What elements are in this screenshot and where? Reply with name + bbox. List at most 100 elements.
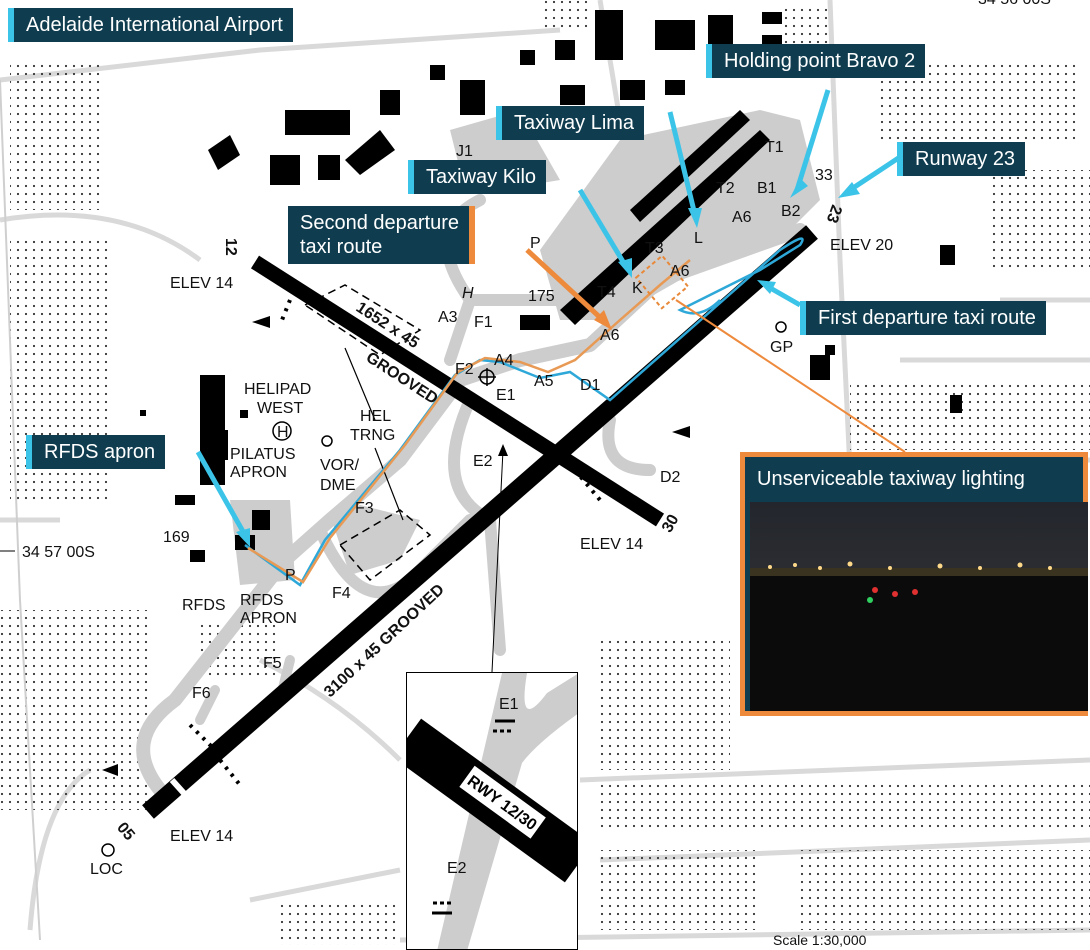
twy-e1: E1 xyxy=(496,387,516,404)
rwy-12-label: 12 xyxy=(222,238,239,256)
twy-h: H xyxy=(462,285,474,302)
helipad-h: H xyxy=(277,424,289,441)
callout-first-route-text: First departure taxi route xyxy=(818,307,1036,329)
rfds-label: RFDS xyxy=(182,597,226,614)
runway-12-30 xyxy=(250,255,665,527)
loc-symbol xyxy=(101,843,115,857)
twy-a6-3: A6 xyxy=(600,327,620,344)
second-departure-route xyxy=(247,259,691,584)
label-175: 175 xyxy=(528,288,555,305)
unserviceable-lighting-box: Unserviceable taxiway lighting xyxy=(740,452,1088,716)
runway-dotted-markings xyxy=(188,299,602,787)
callout-second-route: Second departure taxi route xyxy=(288,206,476,264)
callout-connectors xyxy=(195,89,906,547)
callout-rfds-apron: RFDS apron xyxy=(26,435,166,469)
callout-taxiway-lima-text: Taxiway Lima xyxy=(514,112,635,134)
twy-f2: F2 xyxy=(455,361,474,378)
twy-t3: T3 xyxy=(645,240,664,257)
coord-left-label: 34 57 00S xyxy=(22,544,95,561)
twy-b2: B2 xyxy=(781,203,801,220)
hel-trng-areas xyxy=(303,284,432,582)
twy-f6: F6 xyxy=(192,685,211,702)
twy-a4: A4 xyxy=(494,352,514,369)
gp-symbol xyxy=(775,321,787,333)
elev-top-left: ELEV 14 xyxy=(170,275,233,292)
vor-dme-symbol xyxy=(321,435,333,447)
twy-a6-2: A6 xyxy=(670,263,690,280)
vor-line2: DME xyxy=(320,477,356,494)
label-33: 33 xyxy=(815,167,833,184)
callout-holding-point-text: Holding point Bravo 2 xyxy=(724,50,916,72)
beacon-icons xyxy=(102,316,690,776)
loc-label: LOC xyxy=(90,861,123,878)
callout-holding-point: Holding point Bravo 2 xyxy=(706,44,926,78)
callout-second-route-line2: taxi route xyxy=(300,236,383,258)
lighting-box-title: Unserviceable taxiway lighting xyxy=(757,468,1025,490)
twy-t1: T1 xyxy=(765,139,784,156)
twy-d1: D1 xyxy=(580,377,601,394)
inset-rwy-12-30-crossing: RWY 12/30 E1 E2 xyxy=(406,672,578,950)
rfds-apron-line2: APRON xyxy=(240,610,297,627)
night-photo xyxy=(750,502,1088,711)
title-callout: Adelaide International Airport xyxy=(8,8,293,42)
coord-top-label: 34 56 00S xyxy=(978,0,1051,8)
gp-label: GP xyxy=(770,339,793,356)
hel-trng-arrows xyxy=(344,347,404,521)
rfds-apron-line1: RFDS xyxy=(240,592,284,609)
twy-e2: E2 xyxy=(473,453,493,470)
callout-second-route-line1: Second departure xyxy=(300,212,460,234)
helipad-line1: HELIPAD xyxy=(244,381,311,398)
callout-runway-23: Runway 23 xyxy=(897,142,1026,176)
inset-map: RWY 12/30 E1 E2 xyxy=(407,673,577,949)
helipad-line2: WEST xyxy=(257,400,303,417)
callout-first-route: First departure taxi route xyxy=(800,301,1046,335)
twy-p2: P xyxy=(285,567,296,584)
callout-rfds-apron-text: RFDS apron xyxy=(44,441,156,463)
title-text: Adelaide International Airport xyxy=(26,14,283,36)
unserviceable-lighting-area xyxy=(634,254,690,310)
callout-taxiway-kilo-text: Taxiway Kilo xyxy=(426,166,537,188)
inset-connector-arrow xyxy=(498,444,508,456)
elev-top-right: ELEV 20 xyxy=(830,237,893,254)
callout-taxiway-lima: Taxiway Lima xyxy=(496,106,645,140)
twy-d2: D2 xyxy=(660,469,681,486)
pilatus-line2: APRON xyxy=(230,464,287,481)
rwy-23-label: 23 xyxy=(823,202,845,225)
twy-j1: J1 xyxy=(456,143,473,160)
callout-runway-23-text: Runway 23 xyxy=(915,148,1016,170)
callout-taxiway-kilo: Taxiway Kilo xyxy=(408,160,547,194)
scale-label: Scale 1:30,000 xyxy=(773,932,867,948)
twy-a5: A5 xyxy=(534,373,554,390)
twy-a3: A3 xyxy=(438,309,458,326)
inset-e2: E2 xyxy=(447,860,467,877)
runway-05-23 xyxy=(142,225,818,819)
inset-e1: E1 xyxy=(499,696,519,713)
twy-p: P xyxy=(530,235,541,252)
first-departure-route xyxy=(244,237,804,587)
elev-mid: ELEV 14 xyxy=(580,536,643,553)
elev-bottom-left: ELEV 14 xyxy=(170,828,233,845)
twy-f3: F3 xyxy=(355,500,374,517)
rwy-05-label: 05 xyxy=(113,819,138,844)
buildings xyxy=(140,10,962,562)
airport-boundary xyxy=(0,79,41,941)
label-169: 169 xyxy=(163,529,190,546)
vor-line1: VOR/ xyxy=(320,457,360,474)
twy-t4: T4 xyxy=(597,284,616,301)
twy-f1: F1 xyxy=(474,314,493,331)
twy-f5: F5 xyxy=(263,655,282,672)
twy-f4: F4 xyxy=(332,585,351,602)
twy-k: K xyxy=(632,280,643,297)
twy-l: L xyxy=(694,230,703,247)
rwy-30-label: 30 xyxy=(659,512,683,536)
twy-a6-1: A6 xyxy=(732,209,752,226)
twy-t2: T2 xyxy=(716,180,735,197)
twy-b1: B1 xyxy=(757,180,777,197)
helipad-symbol xyxy=(272,421,292,441)
hel-trng-line2: TRNG xyxy=(350,427,395,444)
pilatus-line1: PILATUS xyxy=(230,446,296,463)
inset-connector xyxy=(491,449,504,673)
hel-trng-line1: HEL xyxy=(360,408,391,425)
